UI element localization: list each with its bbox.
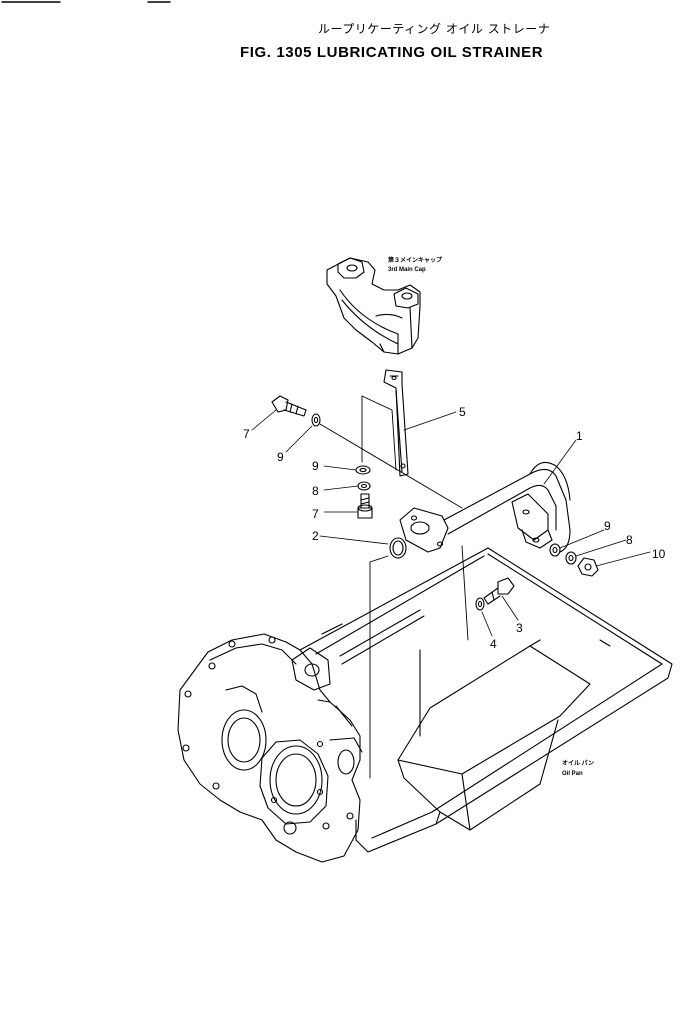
callout-7-center: 7 <box>312 507 319 521</box>
timing-gear-housing-part <box>177 633 363 863</box>
main-cap-label: 3rd Main Cap <box>388 267 426 273</box>
callout-leader-lines <box>251 409 651 637</box>
figure-title-japanese: ループリケーティング オイル ストレーナ <box>318 22 551 36</box>
component-labels: 第３メインキャップ 3rd Main Cap オイル パン Oil Pan <box>387 256 594 777</box>
oil-pan-part <box>299 547 673 853</box>
callout-9-center: 9 <box>312 459 319 473</box>
callout-3: 3 <box>516 621 523 635</box>
callout-4: 4 <box>490 637 497 651</box>
callout-10: 10 <box>652 547 666 561</box>
callout-9-right: 9 <box>604 519 611 533</box>
suction-pipe-part <box>399 461 571 553</box>
main-cap-part <box>326 257 421 355</box>
callout-1: 1 <box>576 429 583 443</box>
strainer-bracket-part <box>383 369 409 477</box>
figure-title: FIG. 1305 LUBRICATING OIL STRAINER <box>240 44 544 61</box>
oil-pan-label-japanese: オイル パン <box>562 759 594 767</box>
assembly-guide-lines <box>319 395 469 779</box>
callout-7-upper: 7 <box>243 427 250 441</box>
callout-2: 2 <box>312 529 319 543</box>
fastener-parts <box>271 395 599 611</box>
callout-8-right: 8 <box>626 533 633 547</box>
oil-pan-label: Oil Pan <box>562 771 583 777</box>
callout-numbers: 1 2 3 4 5 7 9 9 8 7 9 8 10 <box>243 405 666 651</box>
callout-5: 5 <box>459 405 466 419</box>
callout-8-center: 8 <box>312 484 319 498</box>
main-cap-label-japanese: 第３メインキャップ <box>387 256 443 264</box>
callout-9-upper: 9 <box>277 450 284 464</box>
